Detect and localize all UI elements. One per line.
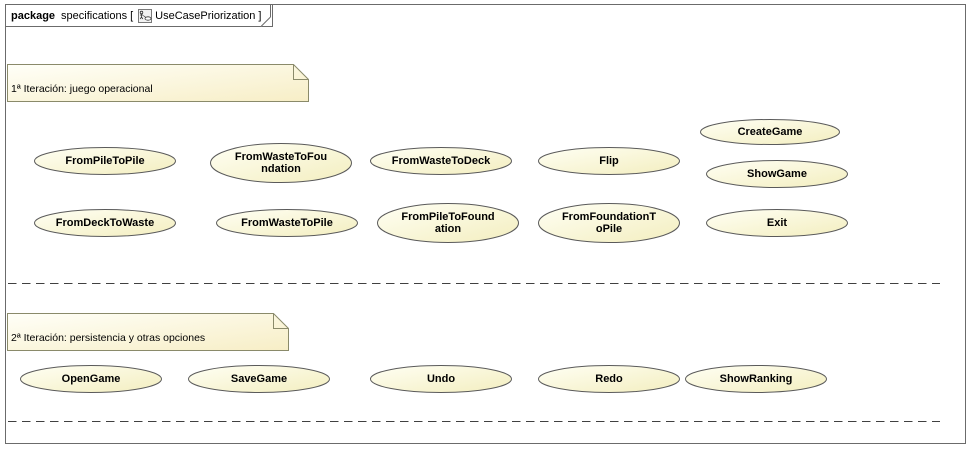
iteration-separator-2 (8, 421, 940, 422)
usecase-fromfoundationtopile[interactable]: FromFoundationT oPile (538, 203, 680, 243)
usecase-label: CreateGame (737, 126, 803, 138)
usecase-redo[interactable]: Redo (538, 365, 680, 393)
note-text: 1ª Iteración: juego operacional (11, 83, 153, 95)
usecase-fromwastetofoundation[interactable]: FromWasteToFou ndation (210, 143, 352, 183)
usecase-label: Undo (426, 373, 456, 385)
iteration-separator-1 (8, 283, 940, 284)
usecase-fromwastetopile[interactable]: FromWasteToPile (216, 209, 358, 237)
usecase-fromwastetodeck[interactable]: FromWasteToDeck (370, 147, 512, 175)
package-header-tab: package specifications [ UseCasePrioriza… (6, 5, 274, 27)
usecase-label: SaveGame (230, 373, 288, 385)
usecase-exit[interactable]: Exit (706, 209, 848, 237)
iteration-2-note[interactable]: 2ª Iteración: persistencia y otras opcio… (7, 313, 289, 351)
usecase-flip[interactable]: Flip (538, 147, 680, 175)
usecase-label: OpenGame (61, 373, 121, 385)
iteration-1-note[interactable]: 1ª Iteración: juego operacional (7, 64, 309, 102)
note-text: 2ª Iteración: persistencia y otras opcio… (11, 332, 206, 344)
usecase-frompiletopile[interactable]: FromPileToPile (34, 147, 176, 175)
usecase-showranking[interactable]: ShowRanking (685, 365, 827, 393)
package-keyword: package (11, 9, 56, 22)
usecase-creategame[interactable]: CreateGame (700, 119, 840, 145)
usecase-label: FromWasteToFou ndation (234, 151, 328, 175)
diagram-name: UseCasePriorization (155, 9, 256, 22)
usecase-showgame[interactable]: ShowGame (706, 160, 848, 188)
usecase-frompiletofoundation[interactable]: FromPileToFound ation (377, 203, 519, 243)
package-name: specifications (61, 9, 128, 22)
use-case-diagram-icon (138, 8, 153, 23)
usecase-opengame[interactable]: OpenGame (20, 365, 162, 393)
usecase-label: Flip (599, 155, 619, 167)
note-shape (7, 64, 309, 102)
note-shape (7, 313, 289, 351)
usecase-label: FromDeckToWaste (55, 217, 155, 229)
bracket-open: [ (130, 9, 134, 22)
usecase-label: Exit (766, 217, 788, 229)
usecase-label: Redo (595, 373, 623, 385)
usecase-savegame[interactable]: SaveGame (188, 365, 330, 393)
bracket-close: ] (258, 9, 262, 22)
usecase-label: FromWasteToDeck (391, 155, 491, 167)
usecase-fromdecktowaste[interactable]: FromDeckToWaste (34, 209, 176, 237)
package-frame: package specifications [ UseCasePrioriza… (5, 4, 966, 444)
usecase-label: FromFoundationT oPile (561, 211, 657, 235)
usecase-label: FromPileToFound ation (401, 211, 495, 235)
usecase-label: FromPileToPile (65, 155, 145, 167)
usecase-label: ShowGame (747, 168, 807, 180)
usecase-undo[interactable]: Undo (370, 365, 512, 393)
usecase-label: FromWasteToPile (241, 217, 333, 229)
usecase-label: ShowRanking (719, 373, 793, 385)
tab-corner (261, 5, 271, 27)
